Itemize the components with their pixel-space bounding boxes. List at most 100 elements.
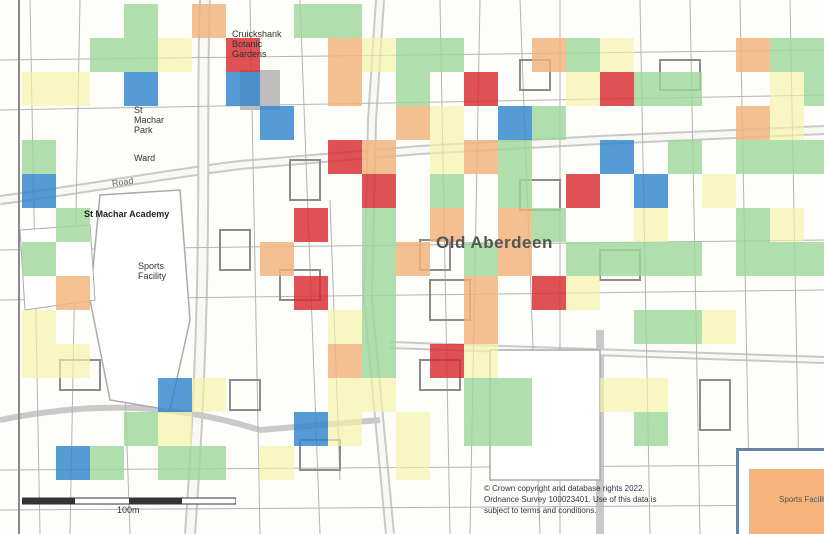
- grid-cell-green: [362, 208, 396, 242]
- grid-cell-green: [294, 4, 328, 38]
- grid-cell-green: [464, 242, 498, 276]
- frame-left: [18, 0, 20, 534]
- grid-cell-green: [634, 310, 668, 344]
- grid-cell-orange: [430, 208, 464, 242]
- grid-cell-blue: [158, 378, 192, 412]
- grid-cell-yellow: [634, 208, 668, 242]
- grid-cell-yellow: [158, 38, 192, 72]
- grid-cell-green: [56, 208, 90, 242]
- grid-cell-green: [158, 446, 192, 480]
- grid-cell-red: [362, 174, 396, 208]
- grid-cell-red: [294, 276, 328, 310]
- grid-cell-orange: [192, 4, 226, 38]
- grid-cell-yellow: [566, 72, 600, 106]
- grid-cell-orange: [736, 38, 770, 72]
- grid-cell-green: [668, 310, 702, 344]
- grid-cell-green: [770, 38, 804, 72]
- grid-cell-orange: [464, 140, 498, 174]
- ward-label: Ward: [134, 153, 156, 163]
- grid-cell-yellow: [464, 344, 498, 378]
- grid-cell-green: [804, 242, 824, 276]
- park-label: St Machar Park: [134, 105, 165, 135]
- grid-cell-green: [396, 38, 430, 72]
- grid-cell-green: [90, 38, 124, 72]
- grid-cell-green: [634, 242, 668, 276]
- grid-cell-orange: [396, 106, 430, 140]
- grid-cell-yellow: [260, 446, 294, 480]
- old-aberdeen-label: Old Aberdeen: [436, 233, 553, 252]
- grid-cell-green: [498, 378, 532, 412]
- grid-cell-yellow: [22, 310, 56, 344]
- grid-cell-yellow: [22, 344, 56, 378]
- grid-cell-yellow: [770, 208, 804, 242]
- road-north-south-edge: [186, 0, 209, 534]
- grid-cell-yellow: [362, 38, 396, 72]
- grid-cell-green: [804, 140, 824, 174]
- grid-cell-green: [634, 72, 668, 106]
- grid-cell-green: [736, 242, 770, 276]
- grid-cell-red: [226, 38, 260, 72]
- grid-cell-red: [464, 72, 498, 106]
- copyright-line-1: © Crown copyright and database rights 20…: [484, 484, 645, 493]
- grid-cell-green: [464, 412, 498, 446]
- grid-cell-green: [430, 38, 464, 72]
- grid-cell-green: [362, 310, 396, 344]
- grid-cell-yellow: [328, 378, 362, 412]
- gardens-label: Cruickshank Botanic Gardens: [232, 29, 282, 59]
- grid-cell-green: [668, 72, 702, 106]
- grid-cell-green: [498, 412, 532, 446]
- grid-cell-green: [362, 242, 396, 276]
- grid-cell-green: [22, 140, 56, 174]
- grid-cell-green: [22, 242, 56, 276]
- grid-cell-green: [464, 378, 498, 412]
- grid-cell-green: [770, 140, 804, 174]
- grid-cell-orange: [736, 106, 770, 140]
- grid-cell-orange: [328, 344, 362, 378]
- inset-sports-label: Sports Facility: [779, 495, 824, 504]
- grid-cell-yellow: [328, 310, 362, 344]
- copyright-notice: © Crown copyright and database rights 20…: [484, 483, 724, 516]
- grid-cell-green: [396, 72, 430, 106]
- grid-cell-green: [124, 412, 158, 446]
- grid-cell-orange: [532, 38, 566, 72]
- grid-cell-yellow: [600, 378, 634, 412]
- grid-cell-orange: [260, 242, 294, 276]
- grid-cell-yellow: [634, 378, 668, 412]
- scale-bar-label: 100m: [117, 505, 140, 515]
- grid-cell-green: [430, 174, 464, 208]
- grid-cell-green: [124, 38, 158, 72]
- academy-label: St Machar Academy: [84, 209, 170, 219]
- grid-cell-red: [430, 344, 464, 378]
- grid-cell-orange: [396, 242, 430, 276]
- grid-cell-red: [566, 174, 600, 208]
- grid-cell-yellow: [22, 72, 56, 106]
- scale-bar: 100m: [22, 496, 236, 516]
- grid-cell-blue: [226, 72, 260, 106]
- grid-cell-blue: [22, 174, 56, 208]
- grid-cell-red: [328, 140, 362, 174]
- grid-cell-green: [634, 412, 668, 446]
- grid-cell-yellow: [396, 446, 430, 480]
- grid-cell-green: [770, 242, 804, 276]
- inset-sports-swatch: [749, 469, 824, 534]
- grid-cell-yellow: [56, 344, 90, 378]
- grid-cell-orange: [328, 72, 362, 106]
- grid-cell-green: [566, 38, 600, 72]
- grid-cell-yellow: [770, 106, 804, 140]
- grid-cell-yellow: [362, 378, 396, 412]
- grid-cell-yellow: [770, 72, 804, 106]
- grid-cell-red: [294, 208, 328, 242]
- grid-cell-yellow: [396, 412, 430, 446]
- grid-cell-red: [532, 276, 566, 310]
- grid-cell-green: [498, 140, 532, 174]
- grid-cell-blue: [634, 174, 668, 208]
- grid-cell-yellow: [430, 106, 464, 140]
- scale-bar-graphic: [22, 497, 236, 505]
- grid-cell-green: [804, 38, 824, 72]
- grid-cell-green: [124, 4, 158, 38]
- grid-cell-green: [498, 174, 532, 208]
- grid-cell-yellow: [566, 276, 600, 310]
- copyright-line-2: Ordnance Survey 100023401. Use of this d…: [484, 495, 657, 504]
